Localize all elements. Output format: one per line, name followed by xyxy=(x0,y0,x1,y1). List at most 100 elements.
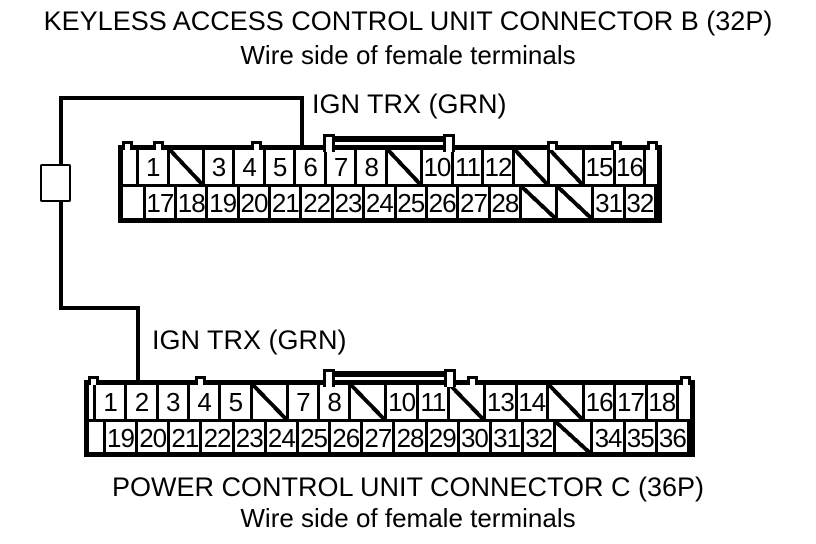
wire-top-horizontal-segment xyxy=(59,96,304,100)
slash-cell xyxy=(166,150,205,184)
mount-tab xyxy=(122,141,133,150)
slash-cell xyxy=(249,385,289,419)
mount-tab xyxy=(611,141,622,150)
spacer-cell xyxy=(676,385,690,419)
pin-cell-21: 21 xyxy=(268,187,303,218)
pin-cell-4: 4 xyxy=(232,150,266,184)
connector-c-title: POWER CONTROL UNIT CONNECTOR C (36P) xyxy=(111,472,705,502)
slash-cell xyxy=(447,385,487,419)
pin-cell-26: 26 xyxy=(328,422,364,453)
pin-cell-20: 20 xyxy=(135,422,171,453)
latch-tab-right xyxy=(443,134,455,152)
pin-cell-11: 11 xyxy=(450,150,485,184)
pin-cell-19: 19 xyxy=(205,187,240,218)
wire-label-ign-trx-top: IGN TRX (GRN) xyxy=(312,89,507,119)
pin-cell-18: 18 xyxy=(644,385,679,419)
pin-cell-32: 32 xyxy=(521,422,557,453)
pin-cell-17: 17 xyxy=(613,385,648,419)
mount-tab xyxy=(467,376,478,385)
mount-tab xyxy=(88,376,99,385)
latch-bar xyxy=(331,371,448,377)
pin-cell-20: 20 xyxy=(236,187,272,218)
pin-cell-15: 15 xyxy=(582,150,616,184)
pin-cell-27: 27 xyxy=(456,187,491,218)
mount-tab xyxy=(195,376,206,385)
mount-tab xyxy=(680,376,691,385)
pin-cell-18: 18 xyxy=(174,187,209,218)
mount-tab xyxy=(547,141,558,150)
pin-cell-19: 19 xyxy=(102,422,139,453)
slash-cell xyxy=(553,422,594,453)
pin-cell-12: 12 xyxy=(481,150,515,184)
pin-cell-22: 22 xyxy=(199,422,235,453)
latch-bracket xyxy=(323,369,456,387)
pin-cell-7: 7 xyxy=(323,150,358,184)
pin-cell-27: 27 xyxy=(360,422,396,453)
pin-cell-10: 10 xyxy=(420,150,454,184)
pin-cell-2: 2 xyxy=(124,385,159,419)
pin-cell-3: 3 xyxy=(155,385,190,419)
pin-cell-35: 35 xyxy=(622,422,658,453)
pin-cell-21: 21 xyxy=(167,422,203,453)
pin-cell-31: 31 xyxy=(488,422,525,453)
latch-bar xyxy=(331,136,447,142)
mount-tab xyxy=(153,141,164,150)
wire-segment-to-pin6 xyxy=(300,96,304,147)
latch-tab-right xyxy=(444,369,456,387)
splice-box xyxy=(40,164,71,202)
pin-cell-23: 23 xyxy=(231,422,267,453)
spacer-cell xyxy=(643,150,657,184)
pin-cell-1: 1 xyxy=(136,150,170,184)
slash-cell xyxy=(545,385,585,419)
mount-tab xyxy=(647,141,658,150)
pin-cell-6: 6 xyxy=(293,150,327,184)
slash-cell xyxy=(555,187,595,218)
pin-cell-34: 34 xyxy=(590,422,626,453)
pin-cell-13: 13 xyxy=(483,385,518,419)
pin-cell-5: 5 xyxy=(218,385,253,419)
latch-tab-left xyxy=(323,369,335,387)
slash-cell xyxy=(511,150,550,184)
latch-bracket xyxy=(323,134,455,152)
slash-cell xyxy=(384,150,424,184)
mount-tab xyxy=(251,141,262,150)
pin-cell-8: 8 xyxy=(317,385,352,419)
pin-cell-1: 1 xyxy=(93,385,128,419)
pin-cell-23: 23 xyxy=(330,187,366,218)
connector-b-title: KEYLESS ACCESS CONTROL UNIT CONNECTOR B … xyxy=(43,6,773,36)
wire-left-vertical-lower-segment xyxy=(59,200,63,310)
pin-cell-4: 4 xyxy=(186,385,222,419)
pin-cell-25: 25 xyxy=(295,422,332,453)
pin-cell-24: 24 xyxy=(362,187,397,218)
wire-left-vertical-upper-segment xyxy=(59,96,63,166)
pin-cell-30: 30 xyxy=(456,422,492,453)
pin-cell-31: 31 xyxy=(591,187,626,218)
pin-cell-28: 28 xyxy=(392,422,428,453)
slash-cell xyxy=(348,385,388,419)
pin-cell-8: 8 xyxy=(354,150,388,184)
pin-cell-32: 32 xyxy=(622,187,658,218)
pin-cell-14: 14 xyxy=(514,385,549,419)
wire-segment-to-pin2 xyxy=(136,306,140,382)
pin-cell-36: 36 xyxy=(654,422,690,453)
pin-cell-17: 17 xyxy=(142,187,178,218)
connector-b-subtitle: Wire side of female terminals xyxy=(240,40,576,70)
pin-cell-3: 3 xyxy=(201,150,236,184)
pin-cell-16: 16 xyxy=(581,385,617,419)
pin-cell-16: 16 xyxy=(612,150,647,184)
pin-cell-26: 26 xyxy=(424,187,460,218)
pin-cell-24: 24 xyxy=(263,422,299,453)
pin-cell-25: 25 xyxy=(393,187,428,218)
pin-cell-11: 11 xyxy=(415,385,451,419)
pin-cell-7: 7 xyxy=(285,385,320,419)
pin-cell-29: 29 xyxy=(424,422,460,453)
pin-cell-5: 5 xyxy=(262,150,297,184)
connector-c-subtitle: Wire side of female terminals xyxy=(240,503,576,533)
